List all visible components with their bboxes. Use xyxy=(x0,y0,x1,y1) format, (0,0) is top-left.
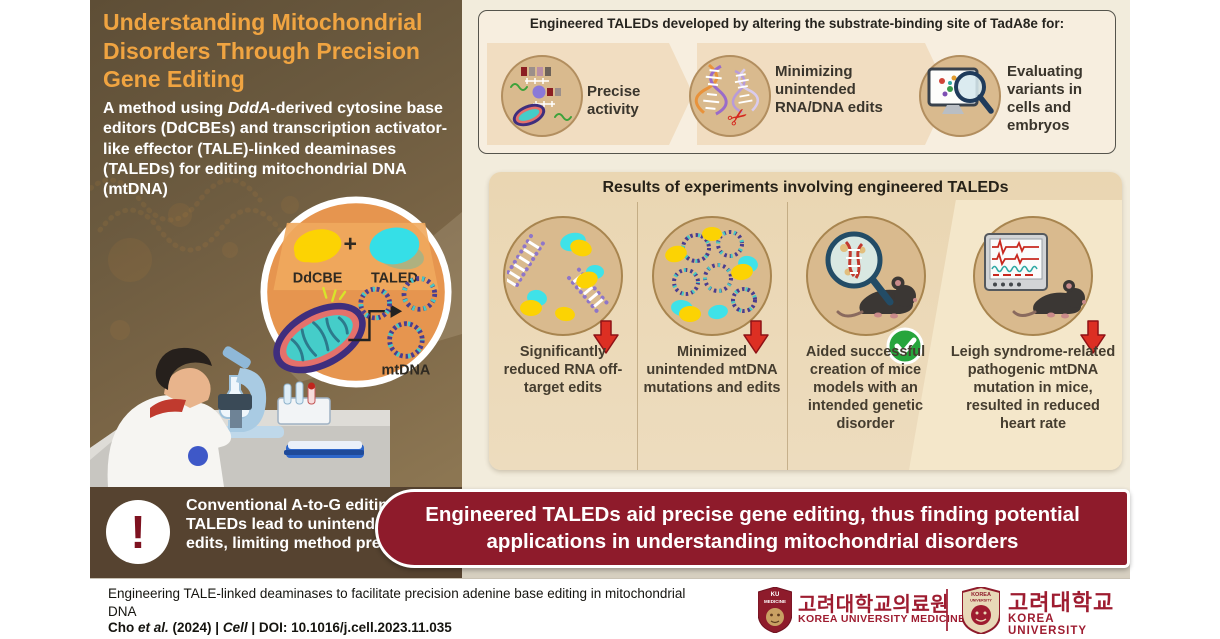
decrease-arrow-icon xyxy=(743,320,769,354)
exclamation-icon: ! xyxy=(106,500,170,564)
result-text: Aided successful creation of mice models… xyxy=(805,344,926,432)
mouse-magnifier-icon xyxy=(825,231,917,319)
mitochondria-editing-icon xyxy=(510,67,572,127)
conclusion-banner: Engineered TALEDs aid precise gene editi… xyxy=(375,489,1130,568)
ecg-monitor-mouse-icon xyxy=(984,233,1086,319)
decrease-arrow-icon xyxy=(1080,320,1106,354)
result-column: Leigh syndrome-related pathogenic mtDNA … xyxy=(944,202,1122,470)
rna-fragments-icon xyxy=(507,232,610,322)
taled-protein-icon xyxy=(369,227,424,270)
heart-rate-circle xyxy=(973,216,1093,336)
svg-text:KU: KU xyxy=(771,592,780,598)
result-text: Significantly reduced RNA off-target edi… xyxy=(503,344,623,396)
ddcbe-protein-icon xyxy=(293,229,342,263)
korea-university-english-name: KOREA UNIVERSITY xyxy=(1008,613,1088,637)
korea-university-shield-icon: KOREA UNIVERSITY xyxy=(962,587,1000,634)
scientist-illustration xyxy=(90,346,390,487)
mitochondrion-icon xyxy=(273,286,366,374)
shield-text: KOREA xyxy=(971,592,991,598)
rna-offtarget-circle xyxy=(503,216,623,336)
protein-blobs xyxy=(520,232,604,322)
result-column: Significantly reduced RNA off-target edi… xyxy=(489,202,638,470)
ku-medicine-shield-icon: KU MEDICINE xyxy=(758,587,792,633)
citation-authors: Cho et al. (2024) | Cell | DOI: 10.1016/… xyxy=(108,620,452,635)
citation-footer: Engineering TALE-linked deaminases to fa… xyxy=(90,578,1130,639)
arrow-to-mtdna xyxy=(348,304,403,342)
shield-text: MEDICINE xyxy=(764,599,786,604)
top-item-label: Evaluating variants in cells and embryos xyxy=(1007,63,1083,134)
warning-text: Conventional A-to-G editing with TALEDs … xyxy=(186,497,436,553)
monitor-magnifier-icon xyxy=(927,67,994,114)
mouse-icon xyxy=(1012,280,1086,319)
protein-blobs xyxy=(665,227,758,322)
mice-models-circle xyxy=(805,216,926,336)
ku-medicine-english-name: KOREA UNIVERSITY MEDICINE xyxy=(798,613,966,625)
mtdna-label: mtDNA xyxy=(382,363,431,379)
plasmid-rings-icon xyxy=(665,227,758,322)
ku-medicine-korean-name: 고려대학교의료원 xyxy=(798,594,950,616)
results-header: Results of experiments involving enginee… xyxy=(602,179,1009,196)
svg-text:UNIVERSITY: UNIVERSITY xyxy=(970,599,992,603)
logo-divider xyxy=(946,589,948,631)
test-tube-rack-icon xyxy=(277,381,331,425)
results-panel: Results of experiments involving enginee… xyxy=(489,172,1122,470)
ddcbe-taled-mtdna-diagram: + DdCBE TALED xyxy=(260,196,452,388)
engineered-taleds-panel: Engineered TALEDs developed by altering … xyxy=(478,10,1116,154)
result-text: Leigh syndrome-related pathogenic mtDNA … xyxy=(950,344,1116,432)
plus-sign: + xyxy=(344,231,357,257)
evaluating-variants-circle xyxy=(919,55,1001,137)
top-item-label: Minimizing unintended RNA/DNA edits xyxy=(775,63,883,116)
conclusion-text: Engineered TALEDs aid precise gene editi… xyxy=(425,502,1080,553)
result-column: Aided successful creation of mice models… xyxy=(787,202,944,470)
method-description: A method using DddA-derived cytosine bas… xyxy=(103,100,448,199)
citation-title: Engineering TALE-linked deaminases to fa… xyxy=(108,586,686,619)
dna-scissors-icon: ✂ xyxy=(694,63,759,133)
left-panel: Understanding Mitochondrial Disorders Th… xyxy=(90,0,462,487)
scientist-figure xyxy=(107,347,232,487)
minimizing-edits-circle: ✂ xyxy=(689,55,771,137)
right-panel: Engineered TALEDs developed by altering … xyxy=(462,0,1130,487)
result-text: Minimized unintended mtDNA mutations and… xyxy=(643,344,781,396)
success-check-icon xyxy=(886,327,924,365)
precise-activity-circle xyxy=(501,55,583,137)
top-panel-header: Engineered TALEDs developed by altering … xyxy=(529,16,1065,31)
result-column: Minimized unintended mtDNA mutations and… xyxy=(637,202,788,470)
top-item-label: Precise activity xyxy=(587,83,641,118)
page-title: Understanding Mitochondrial Disorders Th… xyxy=(103,9,423,93)
mtdna-mutations-circle xyxy=(652,216,772,336)
decrease-arrow-icon xyxy=(593,320,619,354)
korea-university-korean-name: 고려대학교 xyxy=(1008,590,1115,615)
ddcbe-label: DdCBE xyxy=(293,270,343,286)
notebook-icon xyxy=(284,441,364,458)
mtdna-rings-icon xyxy=(358,276,438,359)
